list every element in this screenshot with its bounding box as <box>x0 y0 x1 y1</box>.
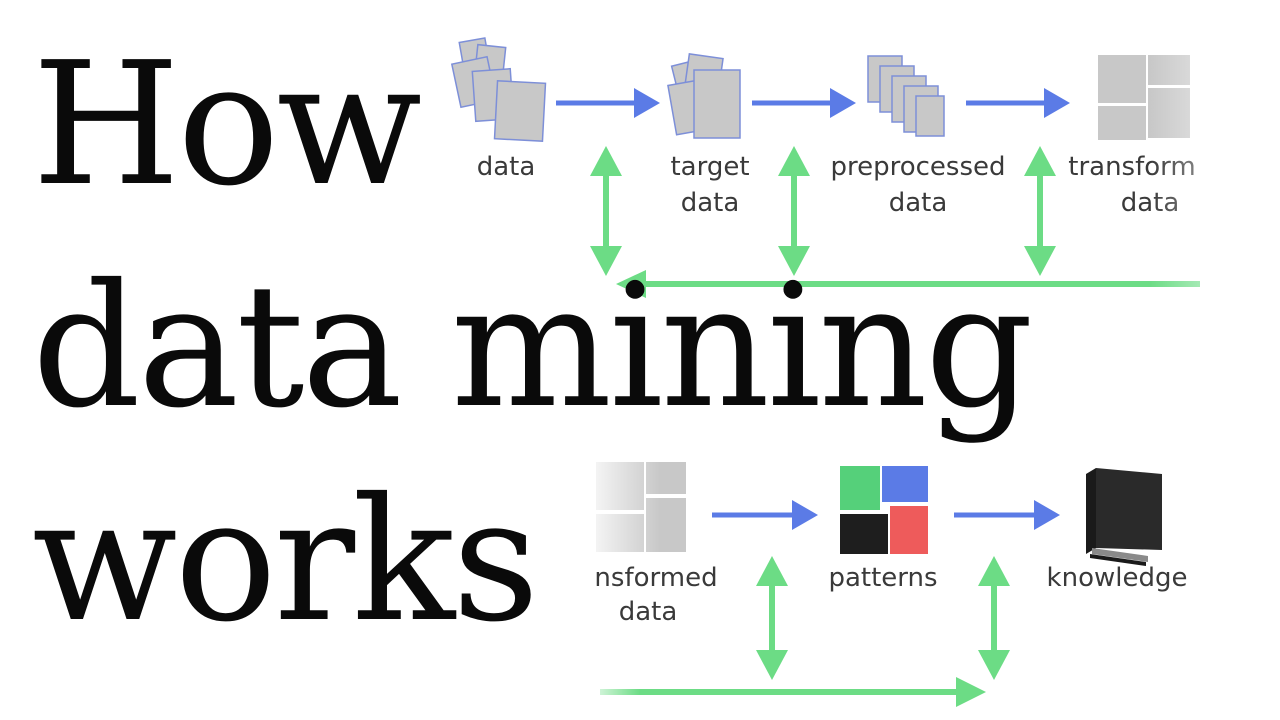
feedback-arrow <box>590 146 622 276</box>
forward-arrow <box>556 88 660 118</box>
book-icon <box>1086 468 1162 566</box>
forward-arrow <box>966 88 1070 118</box>
forward-arrow <box>752 88 856 118</box>
forward-arrow <box>954 500 1060 530</box>
stage-label: data <box>477 152 536 182</box>
title-line-1: How <box>32 26 422 224</box>
feedback-arrow <box>756 556 788 680</box>
feedback-arrow <box>778 146 810 276</box>
data-stack-icon <box>450 37 547 143</box>
patterns-icon <box>840 466 928 554</box>
stage-label: patterns <box>828 563 937 593</box>
feedback-return-line <box>616 270 1200 298</box>
target-data-icon <box>667 53 741 139</box>
feedback-return-line <box>600 677 986 707</box>
stage-label: preprocessed <box>830 152 1005 182</box>
stage-label: data <box>619 597 678 627</box>
title-line-3: works <box>32 462 539 660</box>
stage-label: nsformed <box>594 563 717 593</box>
title-line-2: data mining <box>32 248 1034 446</box>
stage-label: data <box>681 188 740 218</box>
preprocessed-data-icon <box>867 55 945 137</box>
feedback-arrow <box>1024 146 1056 276</box>
forward-arrow <box>712 500 818 530</box>
stage-label: target <box>670 152 749 182</box>
stage-label: data <box>889 188 948 218</box>
stage-label: knowledge <box>1047 563 1188 593</box>
feedback-arrow <box>978 556 1010 680</box>
